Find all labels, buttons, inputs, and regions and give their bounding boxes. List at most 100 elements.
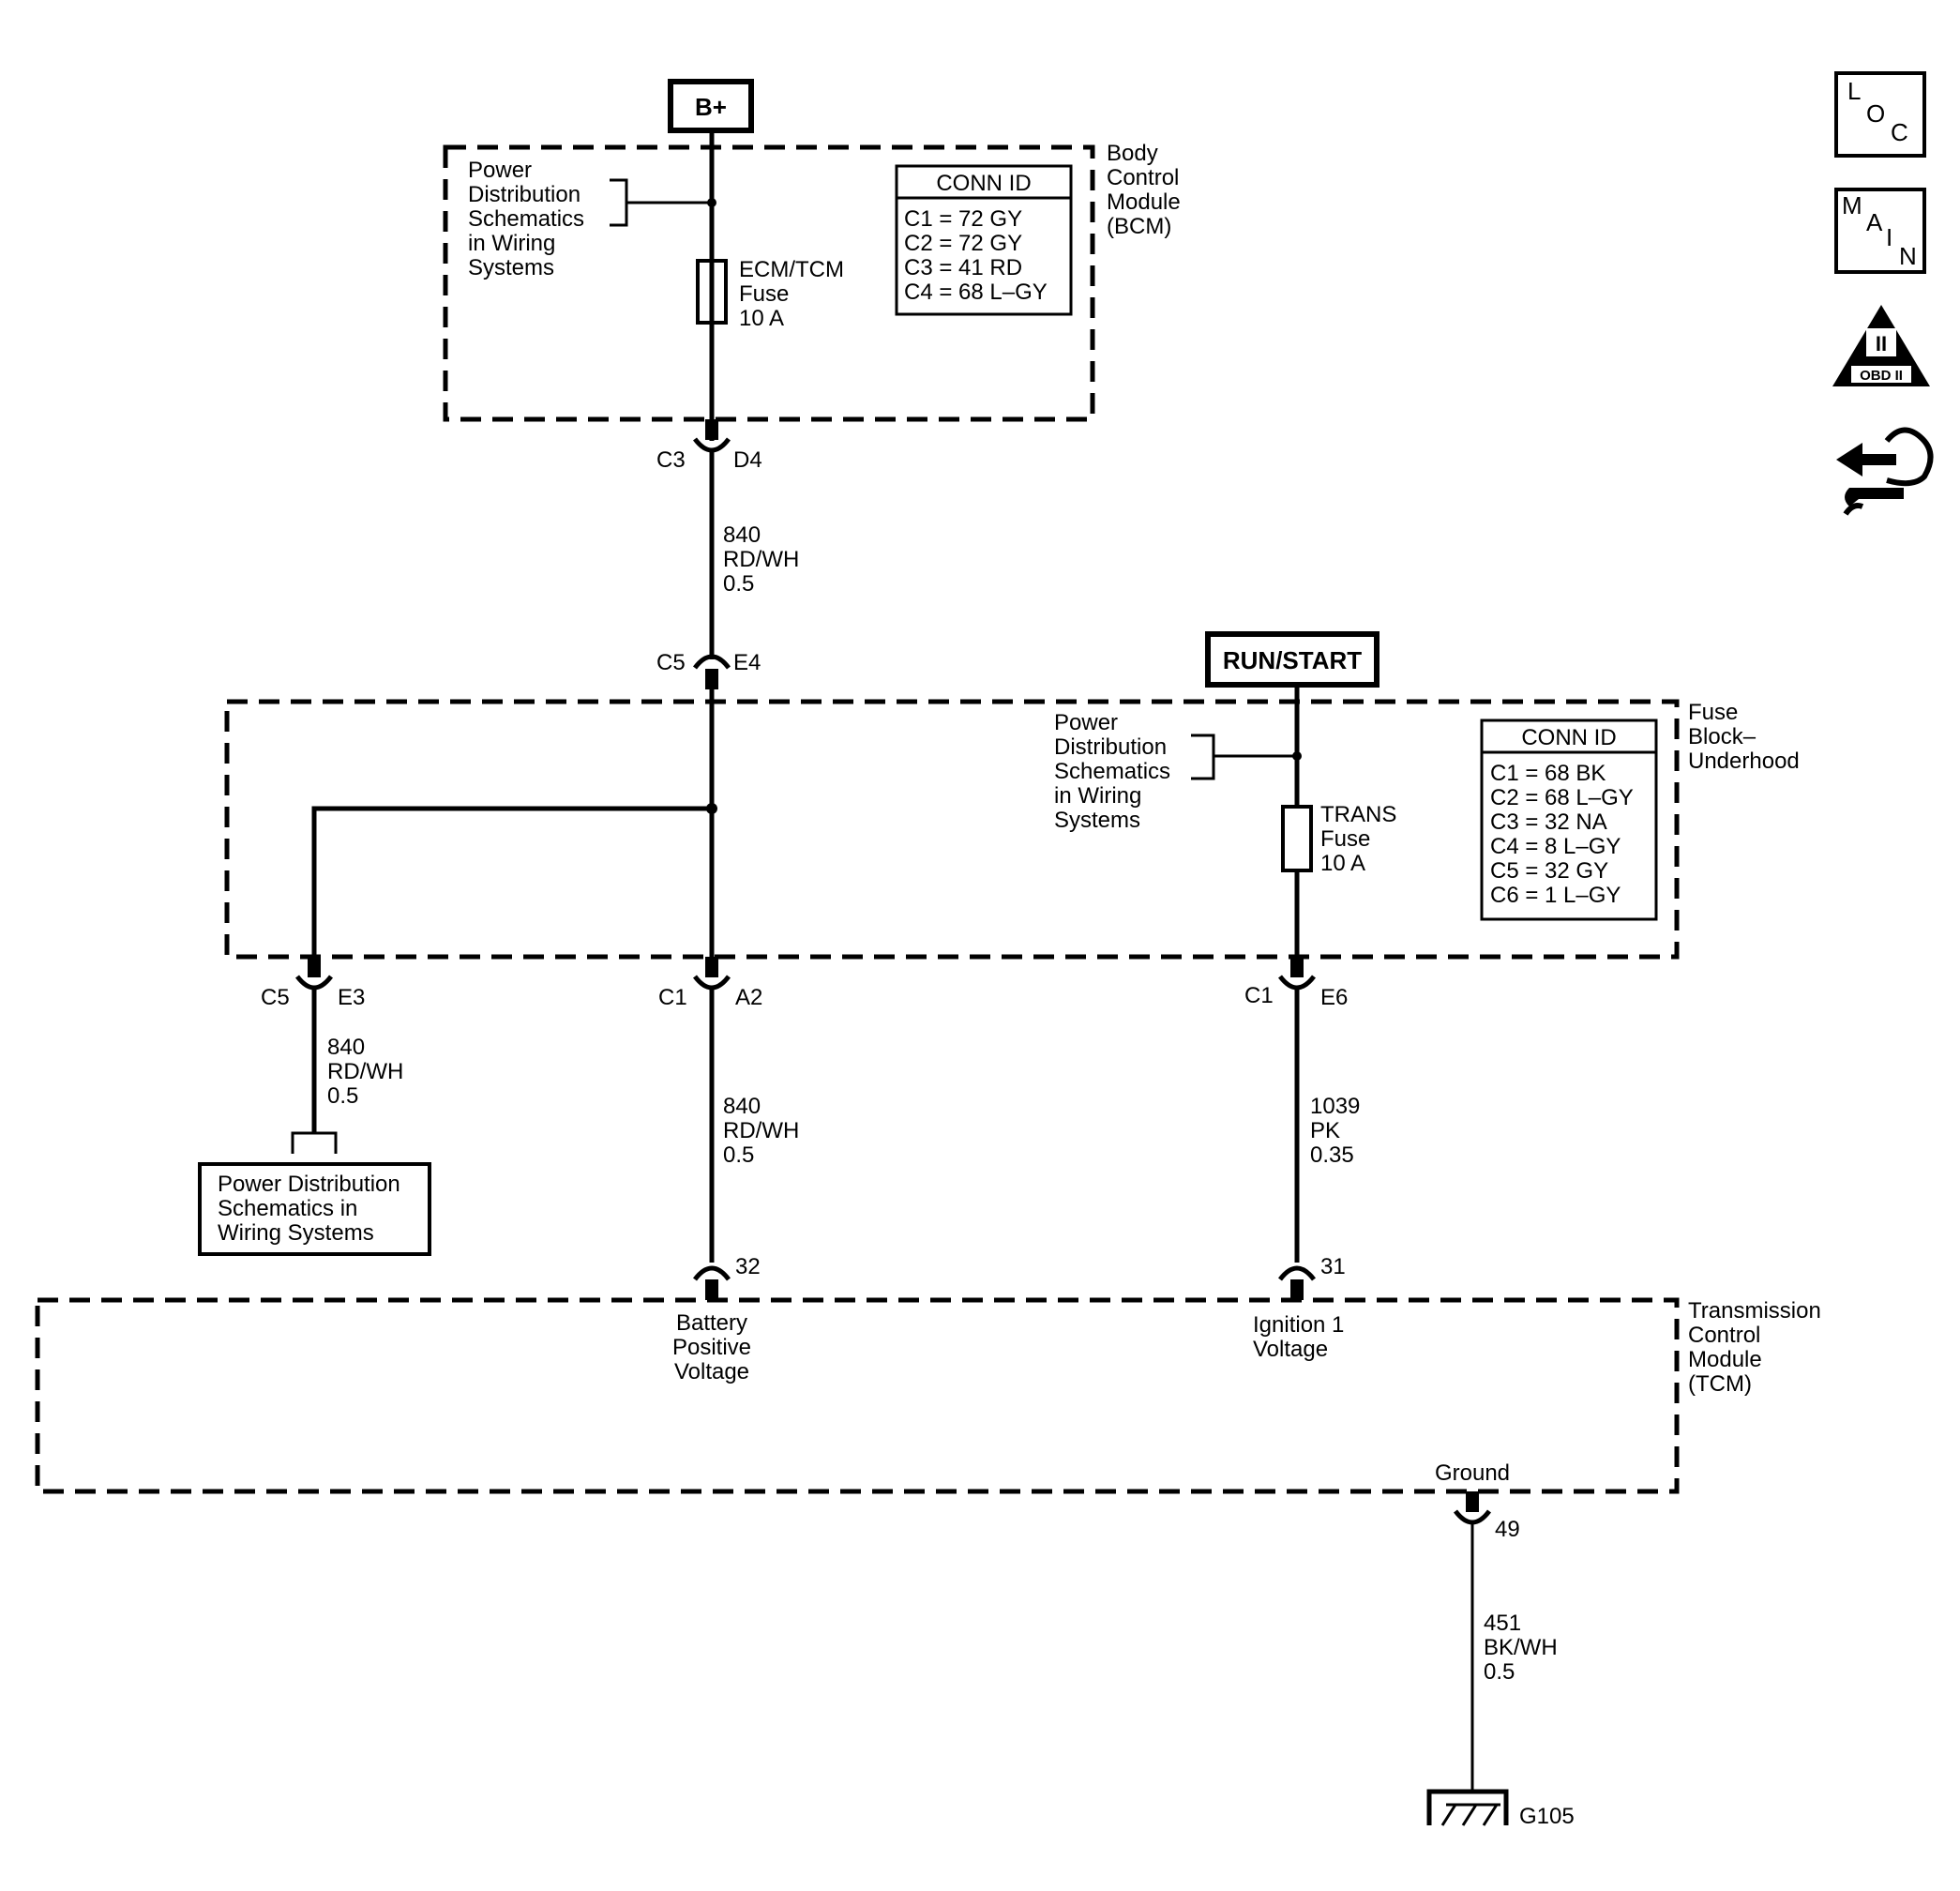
svg-text:C3 = 32 NA: C3 = 32 NA (1490, 809, 1607, 835)
svg-text:0.5: 0.5 (327, 1083, 358, 1109)
hand-wrench-icon (1836, 427, 1934, 516)
connector-c5-e4: C5 E4 (656, 650, 761, 689)
svg-text:10 A: 10 A (739, 306, 784, 331)
fb-power-distribution-ref: Power Distribution Schematics in Wiring … (1054, 710, 1302, 833)
svg-text:Block–: Block– (1688, 724, 1756, 749)
svg-text:Distribution: Distribution (468, 182, 580, 207)
svg-text:49: 49 (1495, 1517, 1520, 1542)
trans-fuse-symbol (1281, 805, 1313, 872)
svg-text:C2 = 72 GY: C2 = 72 GY (904, 231, 1022, 256)
svg-text:C4 = 8 L–GY: C4 = 8 L–GY (1490, 834, 1621, 859)
svg-text:C1: C1 (1244, 983, 1274, 1008)
svg-text:(BCM): (BCM) (1107, 214, 1171, 239)
svg-text:A2: A2 (735, 985, 762, 1010)
bcm-name: Body Control Module (BCM) (1107, 141, 1181, 239)
bplus-label: B+ (695, 93, 727, 121)
svg-text:PK: PK (1310, 1118, 1340, 1143)
svg-text:C5: C5 (656, 650, 686, 675)
run-start-source: RUN/START (1205, 631, 1380, 688)
svg-text:(TCM): (TCM) (1688, 1371, 1752, 1397)
svg-text:Fuse: Fuse (1688, 700, 1738, 725)
svg-text:CONN ID: CONN ID (936, 171, 1031, 196)
svg-text:Voltage: Voltage (674, 1359, 749, 1384)
svg-text:Wiring Systems: Wiring Systems (218, 1220, 374, 1246)
bcm-power-distribution-ref: Power Distribution Schematics in Wiring … (468, 158, 716, 280)
svg-text:Underhood: Underhood (1688, 749, 1800, 774)
bcm-conn-id-table: CONN ID C1 = 72 GY C2 = 72 GY C3 = 41 RD… (895, 164, 1073, 316)
svg-text:0.5: 0.5 (723, 571, 754, 597)
svg-text:RD/WH: RD/WH (327, 1059, 403, 1084)
svg-text:RD/WH: RD/WH (723, 547, 799, 572)
loc-icon: L O C (1834, 71, 1926, 158)
svg-text:Positive: Positive (672, 1335, 751, 1360)
svg-text:Control: Control (1107, 165, 1179, 190)
svg-text:II: II (1876, 332, 1887, 356)
connector-31: 31 (1278, 1254, 1346, 1300)
svg-text:G105: G105 (1519, 1804, 1575, 1829)
svg-text:840: 840 (723, 522, 761, 548)
main-icon: M A I N (1834, 188, 1926, 274)
connector-32: 32 (693, 1254, 761, 1300)
svg-text:32: 32 (735, 1254, 761, 1279)
connector-c1-a2: C1 A2 (658, 957, 762, 1010)
svg-text:451: 451 (1484, 1611, 1521, 1636)
svg-text:Transmission: Transmission (1688, 1298, 1821, 1324)
svg-text:10 A: 10 A (1320, 851, 1365, 876)
svg-text:I: I (1886, 223, 1892, 251)
connector-c5-e3: C5 E3 (261, 957, 365, 1010)
svg-text:Power Distribution: Power Distribution (218, 1172, 400, 1197)
svg-text:1039: 1039 (1310, 1094, 1360, 1119)
svg-text:C4 = 68 L–GY: C4 = 68 L–GY (904, 280, 1048, 305)
tcm-name: Transmission Control Module (TCM) (1688, 1298, 1821, 1397)
wire-840-rdwh-bcm: 840 RD/WH 0.5 (723, 522, 799, 597)
svg-text:RD/WH: RD/WH (723, 1118, 799, 1143)
svg-text:L: L (1847, 77, 1861, 105)
obd-ii-icon: II OBD II (1832, 305, 1930, 386)
svg-text:840: 840 (723, 1094, 761, 1119)
tcm-ignition-1-voltage: Ignition 1 Voltage (1253, 1312, 1344, 1362)
tcm-battery-positive-voltage: Battery Positive Voltage (672, 1310, 751, 1384)
fb-conn-id-table: CONN ID C1 = 68 BK C2 = 68 L–GY C3 = 32 … (1480, 719, 1658, 921)
svg-text:31: 31 (1320, 1254, 1346, 1279)
bcm-module-outline (443, 144, 1095, 422)
svg-text:E4: E4 (733, 650, 761, 675)
svg-text:O: O (1866, 99, 1885, 128)
svg-text:C1 = 72 GY: C1 = 72 GY (904, 206, 1022, 232)
svg-text:in Wiring: in Wiring (468, 231, 555, 256)
svg-text:C5 = 32 GY: C5 = 32 GY (1490, 858, 1608, 884)
svg-text:Schematics in: Schematics in (218, 1196, 357, 1221)
ground-g105: G105 (1426, 1789, 1575, 1829)
svg-text:Battery: Battery (676, 1310, 747, 1336)
svg-text:ECM/TCM: ECM/TCM (739, 257, 844, 282)
svg-text:Module: Module (1688, 1347, 1762, 1372)
svg-text:Ignition 1: Ignition 1 (1253, 1312, 1344, 1338)
tcm-ground-label: Ground (1435, 1460, 1510, 1486)
svg-text:0.5: 0.5 (723, 1142, 754, 1168)
svg-text:C5: C5 (261, 985, 290, 1010)
svg-text:0.35: 0.35 (1310, 1142, 1354, 1168)
wire-451-bkwh: 451 BK/WH 0.5 (1484, 1611, 1558, 1685)
svg-text:C2 = 68 L–GY: C2 = 68 L–GY (1490, 785, 1634, 810)
svg-text:Fuse: Fuse (739, 281, 789, 307)
svg-text:OBD II: OBD II (1860, 368, 1903, 384)
svg-text:Module: Module (1107, 189, 1181, 215)
svg-text:Power: Power (468, 158, 532, 183)
svg-text:C: C (1891, 118, 1908, 146)
svg-text:C3 = 41 RD: C3 = 41 RD (904, 255, 1022, 280)
trans-fuse-label: TRANS Fuse 10 A (1320, 802, 1396, 876)
fuse-block-outline (224, 699, 1680, 960)
svg-text:C1 = 68 BK: C1 = 68 BK (1490, 761, 1606, 786)
svg-text:CONN ID: CONN ID (1521, 725, 1616, 750)
svg-text:E6: E6 (1320, 985, 1348, 1010)
svg-text:C6 = 1 L–GY: C6 = 1 L–GY (1490, 883, 1621, 908)
svg-text:C1: C1 (658, 985, 687, 1010)
fuse-block-name: Fuse Block– Underhood (1688, 700, 1800, 774)
svg-text:Control: Control (1688, 1323, 1760, 1348)
svg-text:Schematics: Schematics (468, 206, 584, 232)
wire-1039-pk: 1039 PK 0.35 (1310, 1094, 1360, 1168)
connector-49: 49 (1454, 1491, 1520, 1542)
svg-text:Power: Power (1054, 710, 1118, 735)
svg-text:BK/WH: BK/WH (1484, 1635, 1558, 1660)
bplus-source: B+ (668, 79, 754, 133)
